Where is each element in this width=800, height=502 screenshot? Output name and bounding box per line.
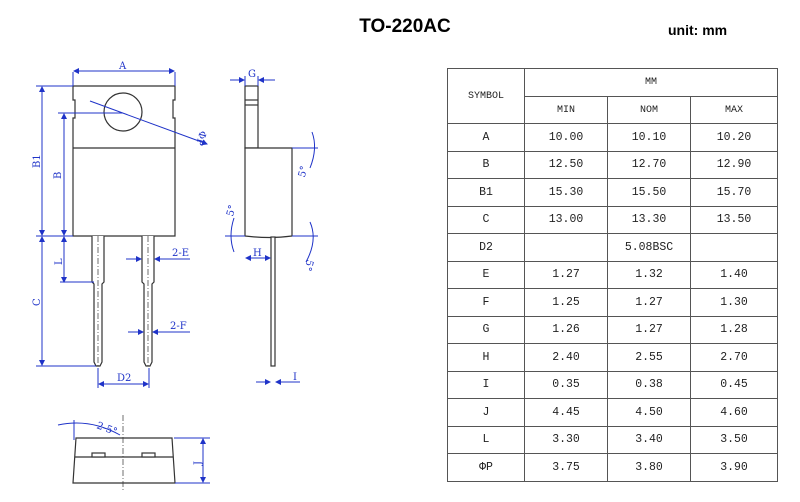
cell-symbol: F: [447, 288, 525, 317]
cell-symbol: C: [447, 205, 525, 234]
cell-max: 10.20: [690, 123, 778, 152]
package-title: TO-220AC: [359, 16, 451, 37]
dim-label-b: B: [53, 172, 64, 179]
dim-label-e: 2-E: [172, 248, 189, 259]
cell-symbol: I: [447, 370, 525, 399]
cell-nom: 13.30: [607, 205, 691, 234]
cell-nom: 1.27: [607, 288, 691, 317]
cell-max: 13.50: [690, 205, 778, 234]
cell-nom: 12.70: [607, 150, 691, 179]
cell-nom: 3.40: [607, 425, 691, 454]
dim-label-i: I: [293, 372, 297, 383]
cell-symbol: B: [447, 150, 525, 179]
col-header-max: MAX: [690, 96, 778, 124]
cell-max: 2.70: [690, 343, 778, 372]
cell-symbol: E: [447, 260, 525, 289]
cell-min: 3.30: [524, 425, 608, 454]
dim-label-f: 2-F: [170, 321, 187, 332]
symbol-header: SYMBOL: [447, 68, 525, 124]
dim-label-g: G: [248, 69, 256, 80]
table-row: D2 5.08BSC: [447, 233, 778, 262]
dim-label-c: C: [32, 298, 43, 306]
dim-label-d2: D2: [117, 373, 131, 384]
dim-label-a: A: [118, 61, 127, 72]
cell-max: 3.50: [690, 425, 778, 454]
cell-nom: 5.08BSC: [607, 233, 691, 262]
cell-symbol: G: [447, 315, 525, 344]
cell-nom: 1.32: [607, 260, 691, 289]
cell-nom: 2.55: [607, 343, 691, 372]
cell-min: 15.30: [524, 178, 608, 207]
cell-nom: 10.10: [607, 123, 691, 152]
dim-label-p: ΦP: [193, 129, 208, 147]
side-view: G H I 5° 5° 5°: [225, 69, 318, 385]
cell-max: [690, 233, 778, 262]
dim-label-b1: B1: [32, 154, 43, 168]
cell-min: 0.35: [524, 370, 608, 399]
cell-nom: 15.50: [607, 178, 691, 207]
cell-max: 3.90: [690, 453, 778, 482]
dim-label-h: H: [253, 248, 262, 259]
cell-nom: 3.80: [607, 453, 691, 482]
cell-max: 12.90: [690, 150, 778, 179]
cell-symbol: B1: [447, 178, 525, 207]
mounting-hole: [103, 92, 143, 132]
cell-max: 1.40: [690, 260, 778, 289]
angle-label-top: 5°: [297, 165, 311, 179]
unit-label: unit: mm: [668, 22, 728, 38]
cell-max: 1.30: [690, 288, 778, 317]
unit-header: MM: [524, 68, 778, 97]
cell-symbol: H: [447, 343, 525, 372]
cell-symbol: A: [447, 123, 525, 152]
cell-nom: 4.50: [607, 398, 691, 427]
cell-min: 1.25: [524, 288, 608, 317]
cell-min: [524, 233, 608, 262]
cell-symbol: D2: [447, 233, 525, 262]
angle-label-left: 5°: [225, 204, 239, 218]
cell-symbol: J: [447, 398, 525, 427]
cell-min: 4.45: [524, 398, 608, 427]
cell-min: 1.27: [524, 260, 608, 289]
cell-max: 4.60: [690, 398, 778, 427]
bottom-view: J 2-5°: [57, 415, 210, 492]
cell-min: 1.26: [524, 315, 608, 344]
cell-max: 15.70: [690, 178, 778, 207]
col-header-nom: NOM: [607, 96, 691, 124]
dim-label-l: L: [54, 258, 65, 265]
angle-label-right: 5°: [301, 258, 315, 272]
front-view: A B1 B L C D2 2-E 2-F ΦP: [32, 61, 208, 388]
cell-max: 1.28: [690, 315, 778, 344]
cell-nom: 1.27: [607, 315, 691, 344]
cell-min: 12.50: [524, 150, 608, 179]
cell-min: 10.00: [524, 123, 608, 152]
cell-min: 3.75: [524, 453, 608, 482]
cell-min: 13.00: [524, 205, 608, 234]
dim-label-j: J: [193, 461, 204, 466]
cell-symbol: L: [447, 425, 525, 454]
cell-nom: 0.38: [607, 370, 691, 399]
angle-label-bottom: 2-5°: [95, 420, 119, 438]
col-header-min: MIN: [524, 96, 608, 124]
cell-symbol: ΦP: [447, 453, 525, 482]
cell-max: 0.45: [690, 370, 778, 399]
cell-min: 2.40: [524, 343, 608, 372]
